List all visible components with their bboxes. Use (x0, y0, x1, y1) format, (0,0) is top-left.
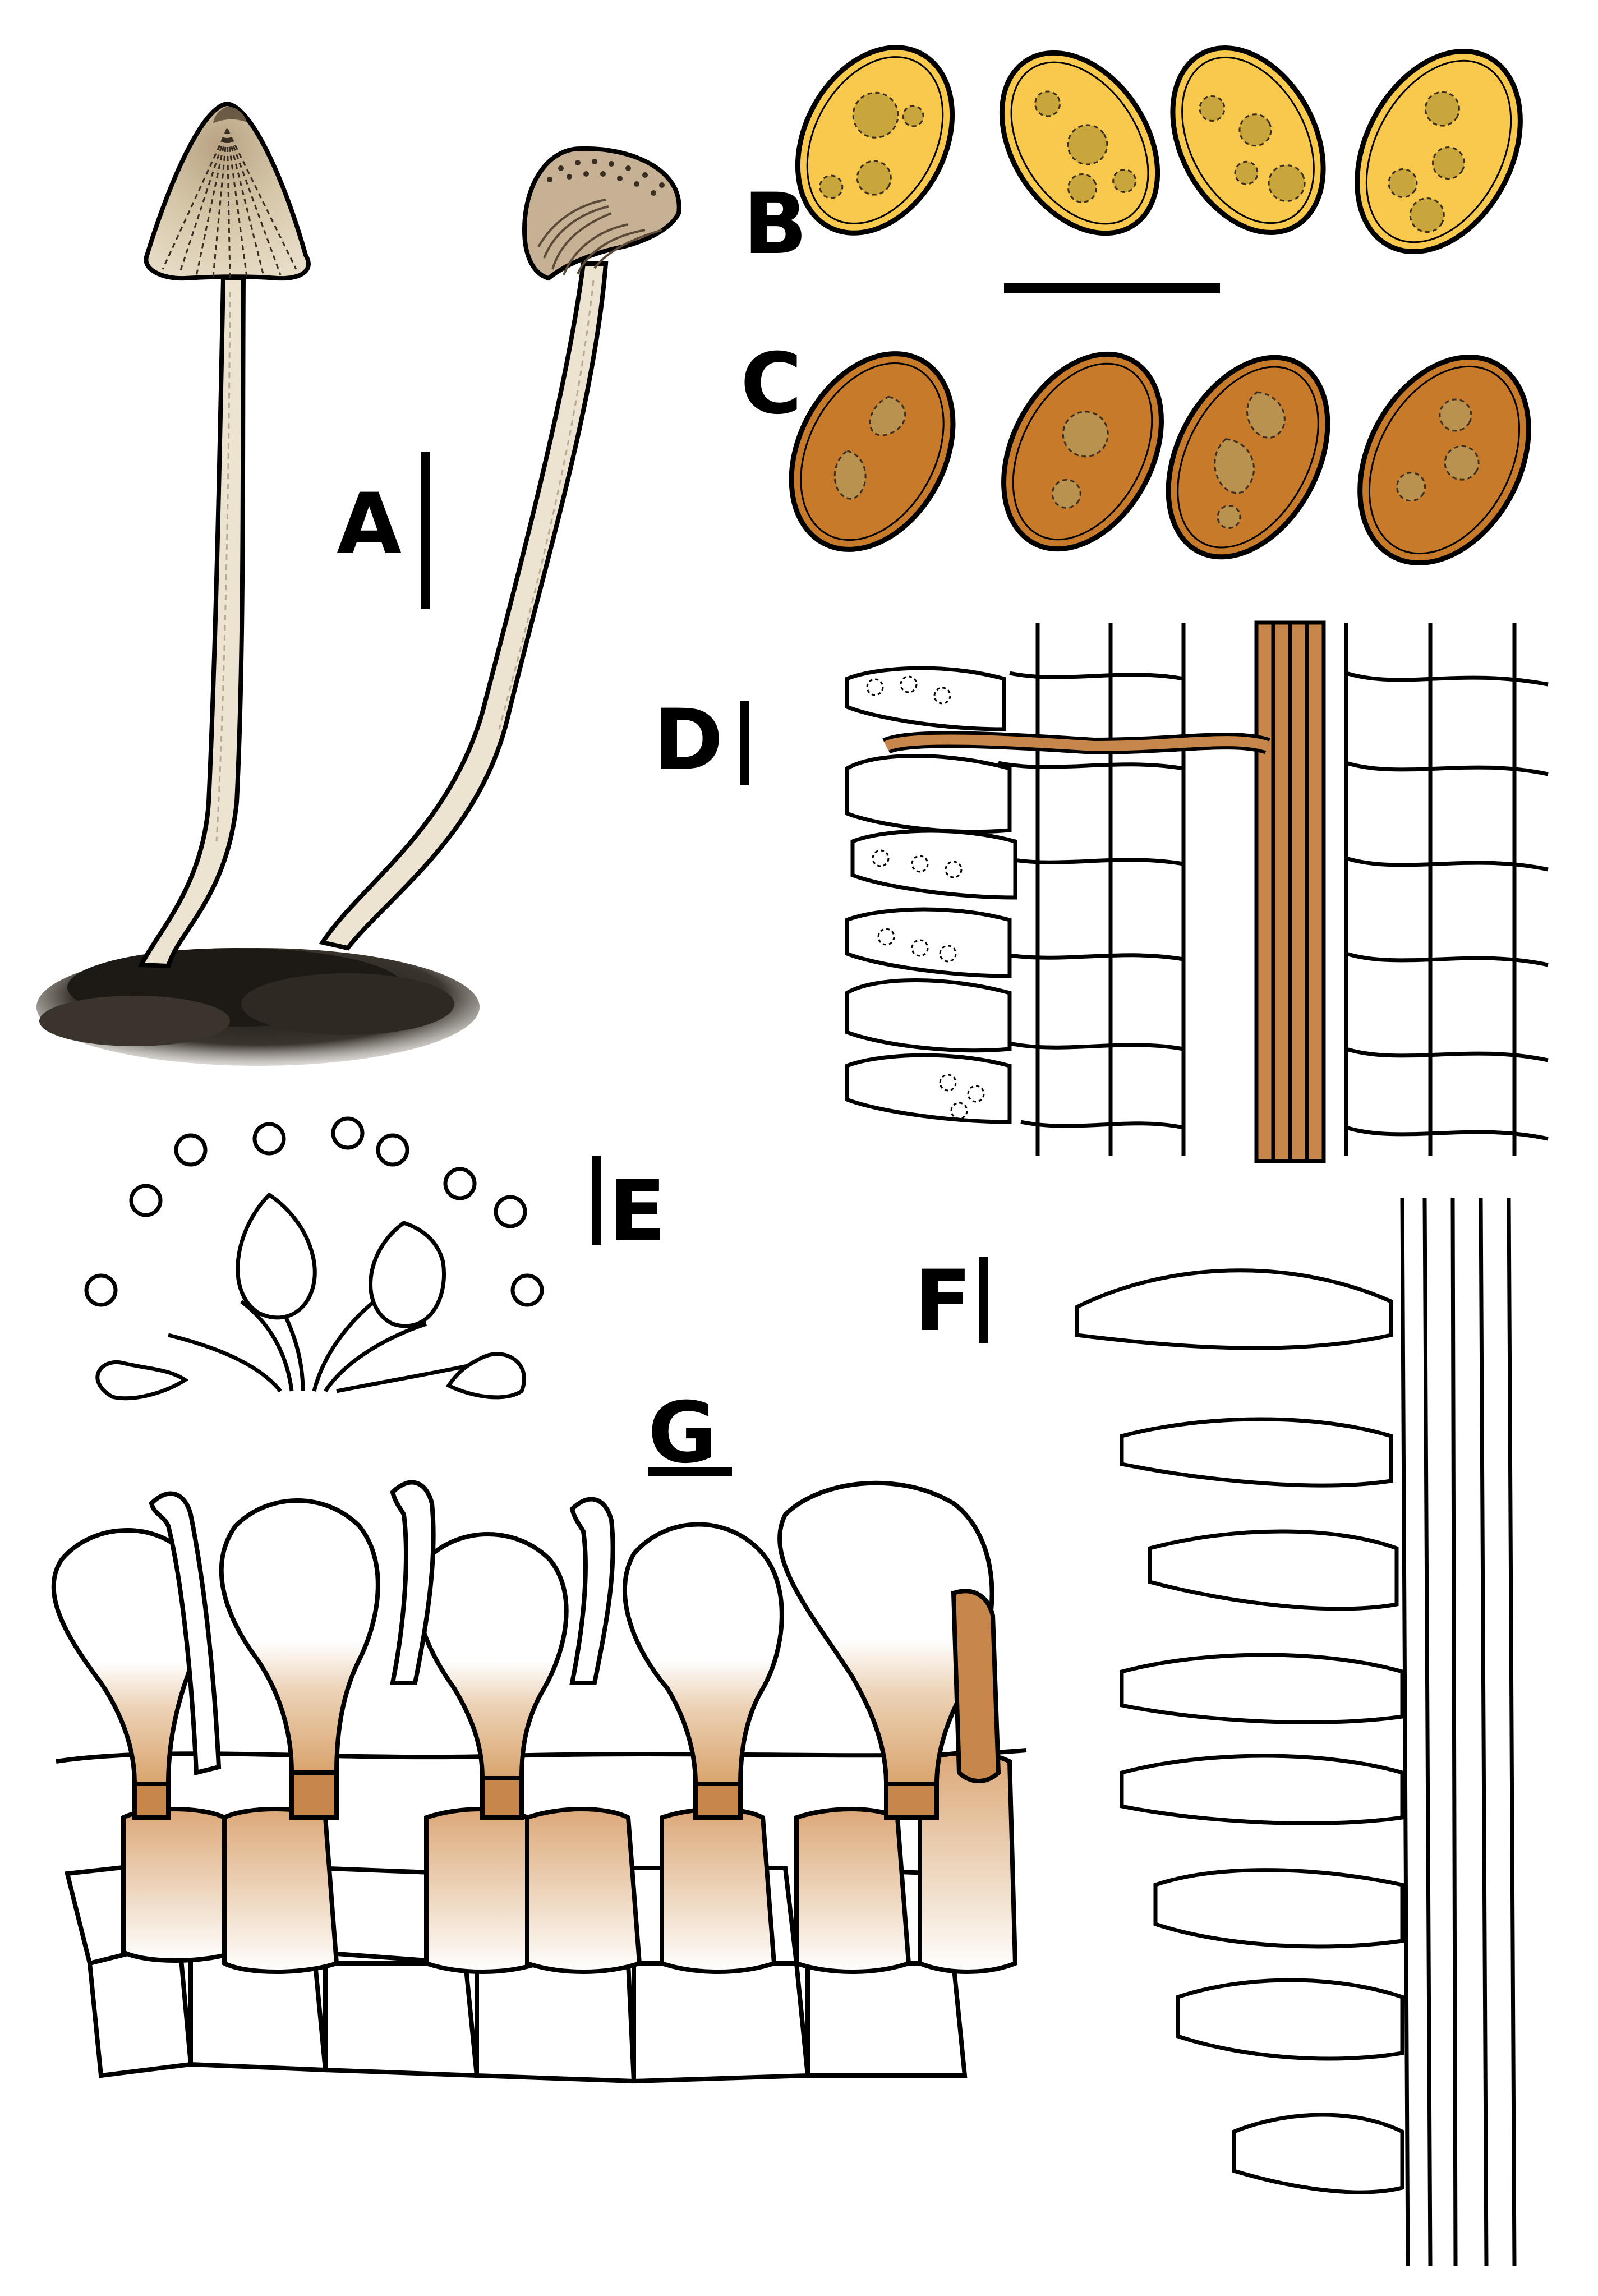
panel-label-a: A (337, 476, 402, 573)
basidium-2 (850, 829, 1017, 900)
substrate-moss (36, 948, 480, 1066)
hyphal-strands (1400, 1197, 1517, 2267)
basidium-4 (845, 1053, 1012, 1124)
pigmented-necks (132, 1589, 1001, 1820)
cystidium-body-4 (445, 1352, 527, 1400)
pigmented-hyphae-bundle (1254, 620, 1326, 1163)
cystidia-bulbs (51, 1480, 994, 1786)
basidium-guttules (866, 675, 985, 1120)
cell-1 (845, 754, 1012, 834)
panel-label-c: C (740, 335, 803, 433)
spore-b3 (1170, 45, 1326, 235)
spore-c1 (789, 351, 956, 552)
scale-bar-e (592, 1156, 601, 1245)
cell-2 (845, 978, 1012, 1053)
cystidium-body-3 (95, 1360, 189, 1401)
inflated-elements (1075, 1268, 1404, 2194)
spore-b4 (1355, 48, 1523, 255)
spore-c3 (1166, 355, 1330, 560)
basidium-3 (845, 907, 1012, 978)
slender-cystidia (149, 1480, 615, 1776)
spore-c2 (1001, 351, 1164, 552)
panel-label-e: E (609, 1163, 666, 1260)
cystidium-body-1 (236, 1192, 317, 1320)
panel-b-basidiospores (795, 45, 1523, 293)
scale-bar-f (979, 1257, 988, 1343)
panel-label-b: B (743, 176, 808, 273)
scale-bar-a (421, 452, 430, 609)
panel-label-f: F (914, 1253, 972, 1350)
panel-a-basidiomata (36, 101, 681, 1066)
left-stipe (137, 275, 246, 969)
spore-b1 (795, 45, 955, 236)
scale-bar-g (648, 1467, 732, 1476)
right-stipe (319, 261, 609, 951)
right-basidiome (319, 146, 681, 951)
left-basidiome (137, 101, 311, 969)
basidium-1 (845, 666, 1006, 731)
cystidium-body-2 (369, 1221, 446, 1328)
spore-c4 (1357, 355, 1531, 565)
capitate-tips (84, 1116, 544, 1307)
spore-b2 (999, 50, 1160, 236)
panel-g-cheilocystidia-layer (51, 1467, 1027, 2084)
panel-label-d: D (653, 692, 724, 789)
panel-label-g: G (648, 1384, 717, 1482)
basidia (845, 666, 1017, 1124)
panel-e-cheilocystidia (84, 1116, 601, 1401)
panel-f-pileipellis (979, 1197, 1517, 2267)
cystidia-stalks (168, 1283, 505, 1393)
pigmented-base-cells (121, 1751, 1018, 1974)
panel-c-basidiospores (789, 351, 1531, 565)
trama-cells (998, 623, 1549, 1156)
scale-bar-bc (1004, 283, 1220, 293)
panel-d-hymenium-section (740, 620, 1549, 1163)
scale-bar-d (740, 701, 749, 785)
